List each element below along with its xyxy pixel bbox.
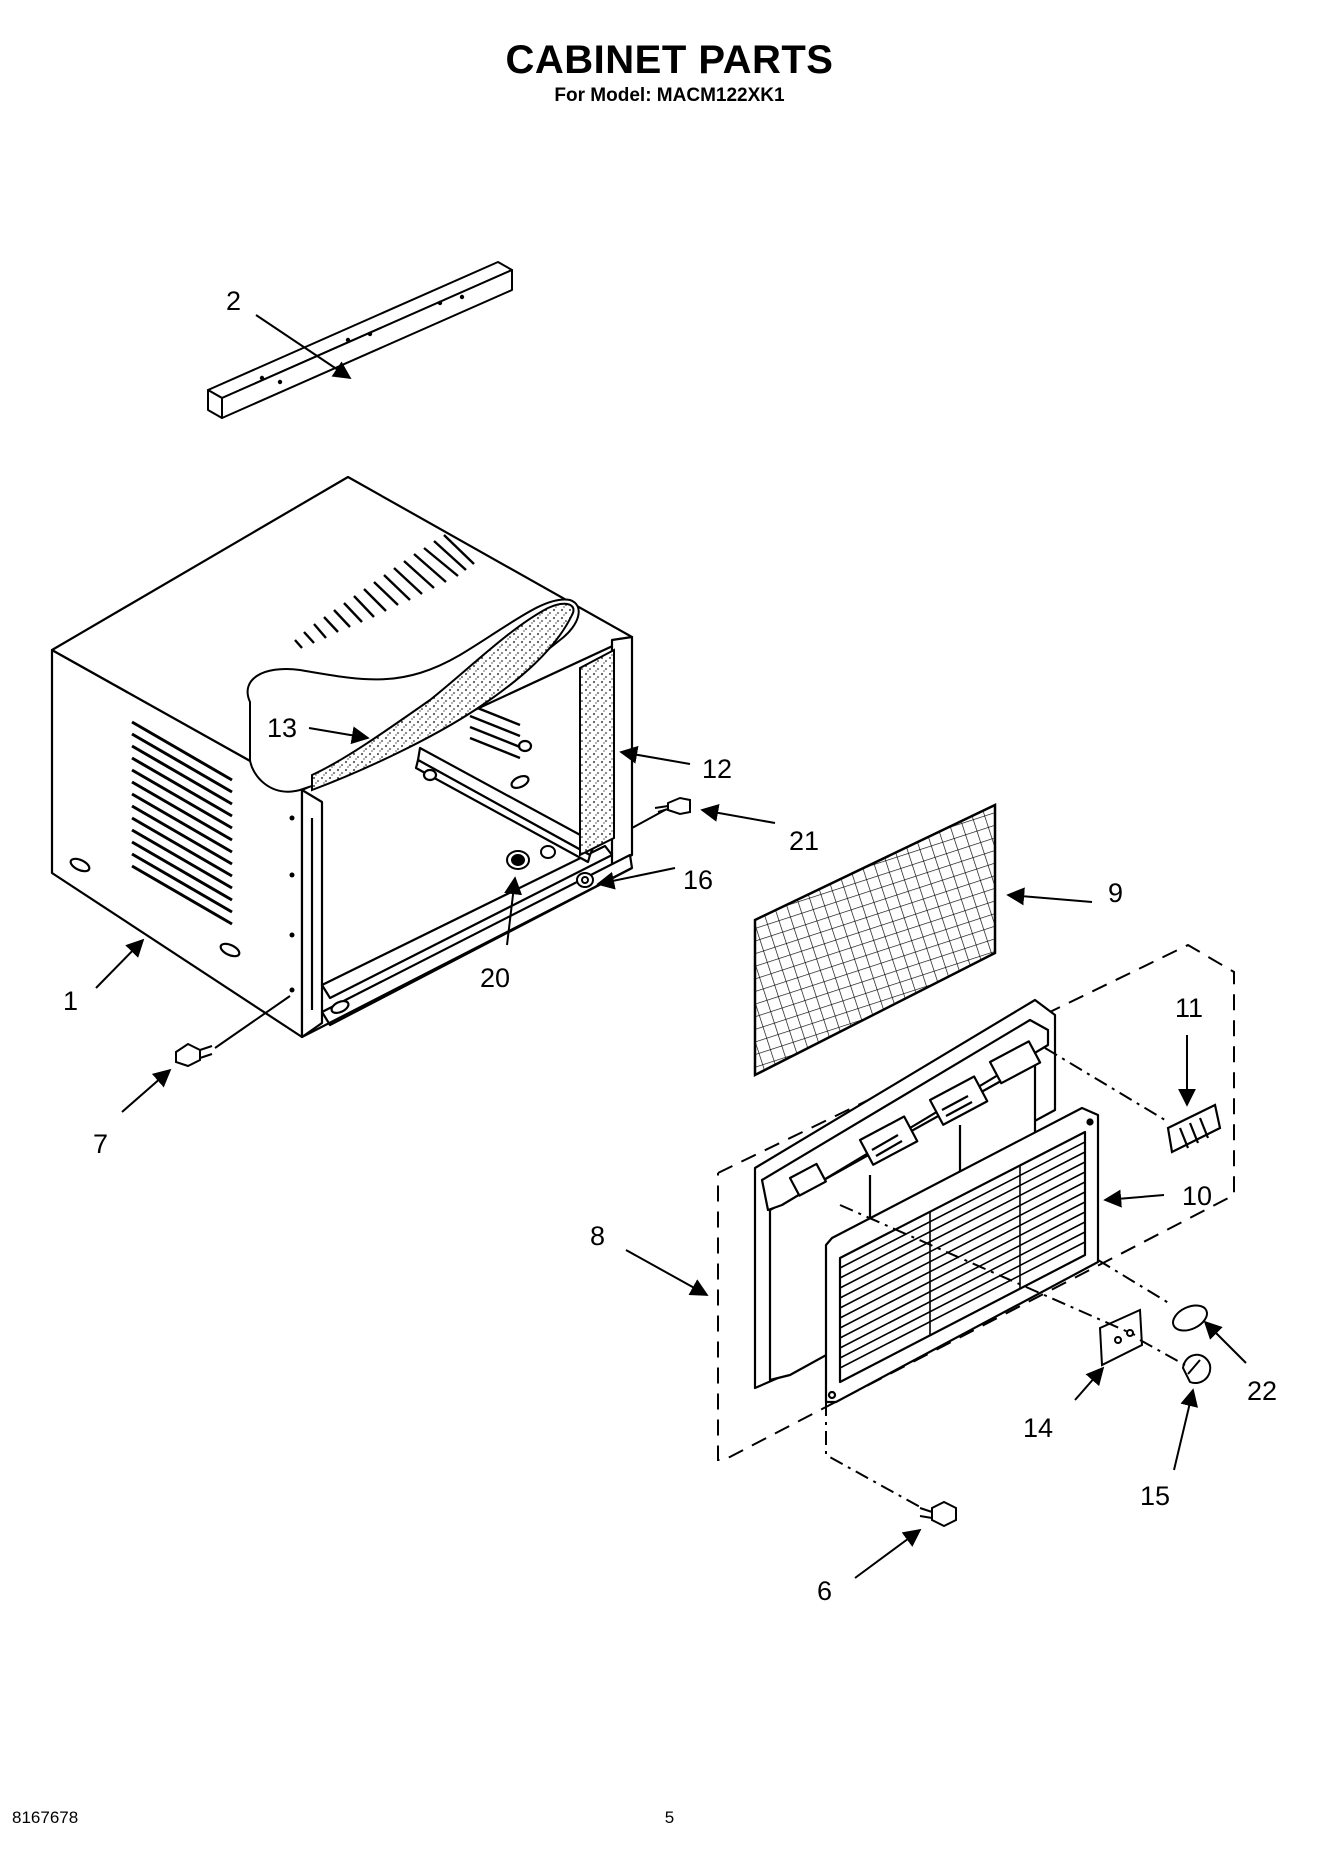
- top-seal-part: [246, 598, 580, 793]
- screw-7-part: [175, 995, 291, 1068]
- grommet-part: [506, 850, 530, 870]
- callout-14: 14: [1023, 1413, 1053, 1443]
- screw-21-part: [631, 796, 691, 829]
- side-louvers: [131, 720, 233, 926]
- document-number: 8167678: [12, 1808, 79, 1827]
- callout-2: 2: [226, 286, 241, 316]
- page-title: CABINET PARTS: [505, 38, 834, 82]
- callout-20: 20: [480, 963, 510, 993]
- callout-21: 21: [789, 826, 819, 856]
- assembly-guide-lines: [825, 1047, 1186, 1509]
- callout-11: 11: [1175, 993, 1203, 1023]
- assembly-dashed-box: [717, 943, 1235, 1461]
- callout-arrows: [95, 314, 1247, 1579]
- callout-1: 1: [63, 986, 78, 1016]
- knob-part: [1181, 1353, 1212, 1384]
- model-subtitle: For Model: MACM122XK1: [554, 85, 785, 106]
- top-rail-part: [207, 261, 513, 419]
- front-grille-part: [824, 1106, 1100, 1404]
- top-louvers: [294, 534, 475, 649]
- callout-12: 12: [702, 754, 732, 784]
- callout-16: 16: [683, 865, 713, 895]
- callout-13: 13: [267, 713, 297, 743]
- callout-6: 6: [817, 1576, 832, 1606]
- callout-15: 15: [1140, 1481, 1170, 1511]
- bracket-part: [1098, 1308, 1144, 1367]
- filter-mesh-part: [753, 803, 997, 1078]
- callout-7: 7: [93, 1129, 108, 1159]
- callout-22: 22: [1247, 1376, 1277, 1406]
- vertical-seal-part: [579, 648, 615, 857]
- page-number: 5: [664, 1808, 675, 1827]
- screw-6-part: [919, 1500, 957, 1528]
- callout-8: 8: [590, 1221, 605, 1251]
- nut-part: [540, 845, 594, 888]
- callout-9: 9: [1108, 878, 1123, 908]
- rear-louvers: [469, 703, 521, 760]
- callout-10: 10: [1182, 1181, 1212, 1211]
- cap-part: [1172, 1304, 1208, 1332]
- vent-insert-part: [1166, 1103, 1222, 1154]
